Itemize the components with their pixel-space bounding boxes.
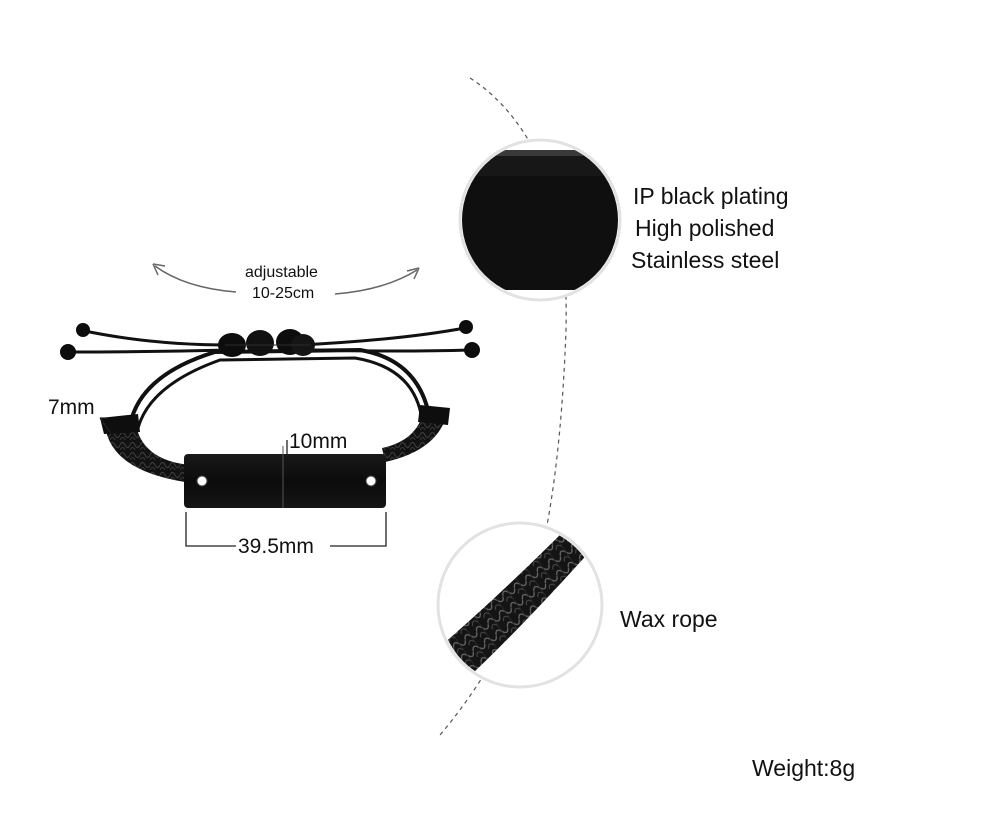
plate-closeup-image — [458, 138, 622, 302]
adjustable-label: adjustable — [245, 264, 318, 281]
rope-feature-label: Wax rope — [620, 606, 718, 632]
plate-length-label: 39.5mm — [238, 535, 314, 558]
curved-arrow-right-icon — [334, 267, 420, 295]
adjustable-range-label: 10-25cm — [252, 285, 315, 302]
rope-closeup-image — [436, 521, 604, 689]
plate-feature: High polished — [635, 215, 775, 241]
dimension-lines — [99, 417, 387, 547]
plate-height-label: 10mm — [289, 430, 348, 453]
bracelet-image — [60, 320, 480, 508]
rope-width-label: 7mm — [48, 396, 95, 419]
plate-feature: Stainless steel — [631, 247, 780, 273]
plate-feature: IP black plating — [633, 183, 789, 209]
weight-label: Weight:8g — [752, 755, 856, 781]
plate-features-list: IP black plating High polished Stainless… — [631, 180, 789, 276]
curved-arrow-left-icon — [152, 263, 237, 293]
